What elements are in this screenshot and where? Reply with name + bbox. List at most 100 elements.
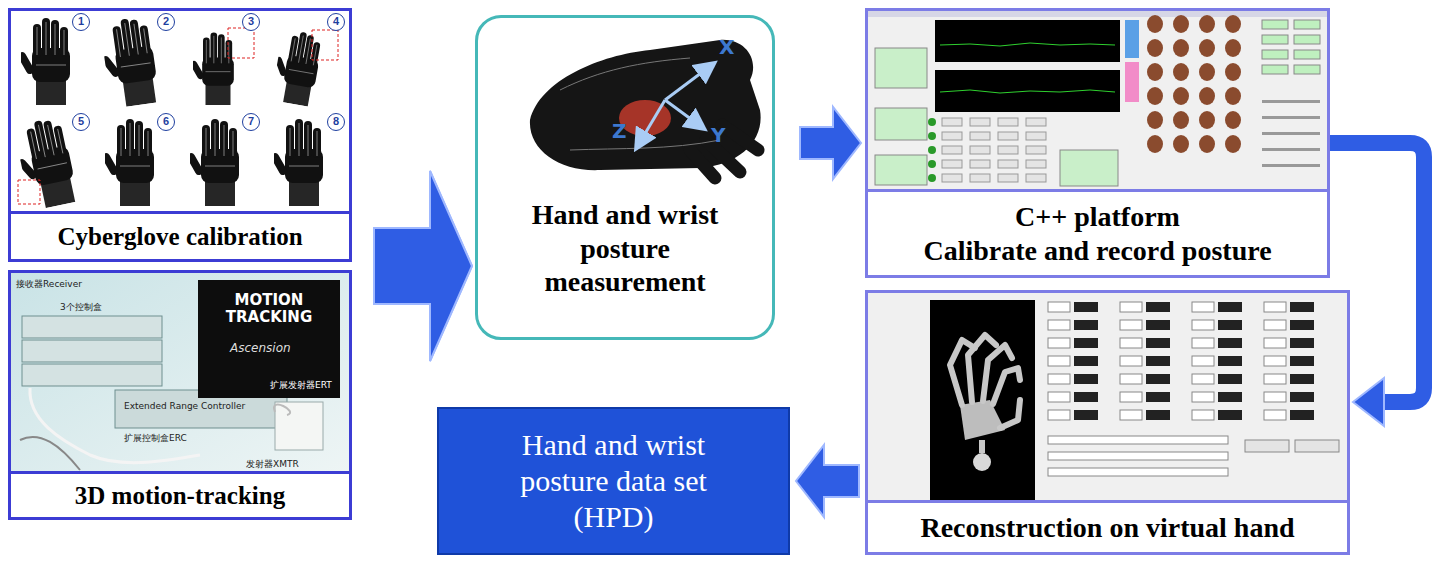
plot-line <box>940 90 1115 93</box>
platform-panel: C++ platformCalibrate and record posture <box>865 8 1330 278</box>
value-box <box>1074 320 1098 330</box>
value-box <box>1218 410 1242 420</box>
render-view <box>930 300 1035 500</box>
input-box <box>1048 302 1070 312</box>
input-box <box>1192 320 1214 330</box>
field-box <box>1294 65 1320 74</box>
hand-icon <box>1225 15 1241 33</box>
button <box>970 146 990 154</box>
axis-line <box>665 64 713 100</box>
value-box <box>1290 302 1314 312</box>
hand-icon <box>1147 63 1163 81</box>
hand-icon <box>1199 63 1215 81</box>
measurement-glove <box>530 40 761 178</box>
status-bar <box>1125 62 1139 102</box>
measurement-box: Hand and wrist posture measurement <box>475 15 775 340</box>
input-box <box>1120 392 1142 402</box>
input-box <box>1264 302 1286 312</box>
angle-marker <box>228 28 254 58</box>
glove-seam <box>560 58 720 150</box>
input-box <box>1192 338 1214 348</box>
value-box <box>1074 410 1098 420</box>
value-box <box>1074 338 1098 348</box>
block-arrow <box>374 171 472 361</box>
field-box <box>875 108 927 140</box>
field-box <box>1262 65 1288 74</box>
hand-icon <box>1173 15 1189 33</box>
input-box <box>1120 374 1142 384</box>
plot-strip <box>935 20 1120 62</box>
input-box <box>1192 374 1214 384</box>
bent-arrow <box>1330 143 1424 402</box>
value-box <box>1146 320 1170 330</box>
value-box <box>1218 338 1242 348</box>
input-box <box>1192 356 1214 366</box>
value-box <box>1290 356 1314 366</box>
button <box>1026 174 1046 182</box>
glove-photo <box>186 119 239 206</box>
field-box <box>875 48 927 88</box>
controller-box <box>22 316 162 338</box>
text-holder: 3D motion-tracking <box>11 471 349 517</box>
status-dot <box>928 174 936 182</box>
input-box <box>1048 392 1070 402</box>
callout-number: 6 <box>157 113 175 131</box>
button <box>998 160 1018 168</box>
value-box <box>1146 302 1170 312</box>
tracking-photo <box>11 273 349 475</box>
value-row <box>1262 164 1320 167</box>
text-holder: Hand and wrist posture measurement <box>478 198 772 299</box>
hand-icon <box>1225 135 1241 153</box>
field-box <box>1294 50 1320 59</box>
input-box <box>1120 320 1142 330</box>
input-box <box>1048 356 1070 366</box>
part-name: 扩展发射器ERT <box>270 380 332 390</box>
hand-icon <box>1225 87 1241 105</box>
button <box>1026 118 1046 126</box>
hand-icon <box>1199 111 1215 129</box>
callout-number: 7 <box>242 113 260 131</box>
callout-number: 8 <box>327 113 345 131</box>
input-box <box>1048 320 1070 330</box>
glove-photo <box>95 16 160 110</box>
hand-icon <box>1173 87 1189 105</box>
glove-fingers <box>690 125 758 178</box>
value-row <box>1262 132 1320 135</box>
text-holder: C++ platformCalibrate and record posture <box>868 189 1327 275</box>
input-box <box>1264 374 1286 384</box>
value-box <box>1146 356 1170 366</box>
input-box <box>1264 356 1286 366</box>
hand-icon <box>1225 39 1241 57</box>
field-box <box>875 155 927 185</box>
arrow-head <box>1353 378 1384 426</box>
cable <box>20 437 80 470</box>
value-box <box>1290 320 1314 330</box>
axis-line <box>637 100 665 147</box>
path-field <box>1048 436 1228 444</box>
status-dot <box>928 160 936 168</box>
status-dot <box>928 118 936 126</box>
value-box <box>1290 410 1314 420</box>
hand-icon <box>1147 39 1163 57</box>
button <box>1245 440 1289 452</box>
input-box <box>1120 410 1142 420</box>
virtual-fingers <box>950 335 1020 428</box>
glove-photo <box>101 119 154 206</box>
dataset-box: Hand and wrist posture data set (HPD) <box>437 407 790 555</box>
value-box <box>1218 374 1242 384</box>
input-box <box>1048 410 1070 420</box>
button <box>942 118 962 126</box>
field-box <box>1262 35 1288 44</box>
input-box <box>1120 356 1142 366</box>
hand-icon <box>1173 63 1189 81</box>
input-box <box>1192 302 1214 312</box>
part-name: 接收器Receiver <box>16 279 82 289</box>
glove-photo <box>17 18 70 105</box>
hand-icon <box>1147 111 1163 129</box>
input-box <box>1048 374 1070 384</box>
field-box <box>1262 20 1288 29</box>
hand-icon <box>1199 15 1215 33</box>
photo-ground <box>11 273 349 475</box>
